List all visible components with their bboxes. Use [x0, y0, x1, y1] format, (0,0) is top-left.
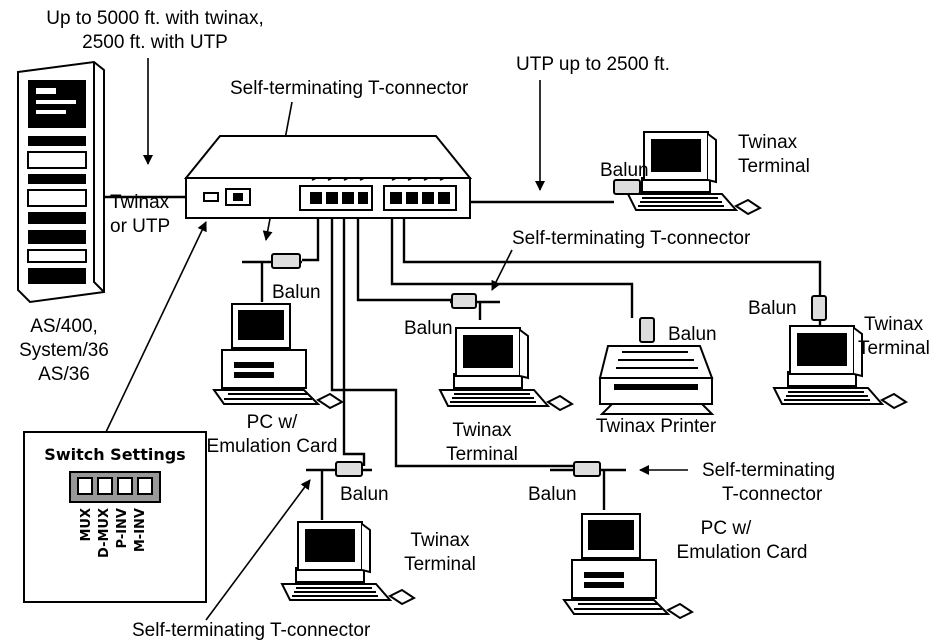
twinax-terminal-top-right-label-line2: Terminal: [738, 156, 810, 177]
switch-label-dmux: D-MUX: [97, 508, 112, 558]
balun-label-terminal-bottom: Balun: [340, 484, 389, 505]
twinax-terminal-bottom-label-line2: Terminal: [404, 554, 476, 575]
callout-arrows: [105, 58, 688, 621]
tconnector-label-right-line1: Self-terminating: [702, 460, 835, 481]
switch-label-pinv: P-INV: [115, 508, 130, 548]
labels: Up to 5000 ft. with twinax, 2500 ft. wit…: [19, 8, 930, 641]
twinax-terminal-middle-label-line1: Twinax: [452, 420, 512, 441]
twinax-hub: [183, 135, 473, 219]
switch-label-minv: M-INV: [133, 508, 148, 552]
balun-label-terminal-middle: Balun: [404, 318, 453, 339]
printer-label: Twinax Printer: [596, 416, 717, 437]
twinax-or-utp-label-line1: Twinax: [110, 192, 170, 213]
switch-label-mux: MUX: [79, 508, 94, 542]
as400-host: [17, 60, 105, 304]
pc-bottom-label-line1: PC w/: [701, 518, 752, 539]
pc-left-label-line1: PC w/: [247, 412, 298, 433]
tconnector-label-middle: Self-terminating T-connector: [512, 228, 751, 249]
balun-label-terminal-right: Balun: [748, 298, 797, 319]
twinax-terminal-middle-label-line2: Terminal: [446, 444, 518, 465]
cable-length-label-line1: Up to 5000 ft. with twinax,: [46, 8, 264, 29]
cables: [104, 195, 822, 520]
host-label-line2: System/36: [19, 340, 109, 361]
balun-label-top-right: Balun: [600, 160, 649, 181]
tconnector-label-bottom: Self-terminating T-connector: [132, 620, 371, 641]
twinax-printer: [598, 345, 715, 415]
balun-label-pc-bottom: Balun: [528, 484, 577, 505]
balun-label-printer: Balun: [668, 324, 717, 345]
twinax-or-utp-label-line2: or UTP: [110, 216, 170, 237]
twinax-terminal-right-label-line2: Terminal: [858, 338, 930, 359]
twinax-terminal-right-label-line1: Twinax: [864, 314, 924, 335]
switch-settings-title: Switch Settings: [44, 445, 185, 464]
utp-length-label: UTP up to 2500 ft.: [516, 54, 670, 75]
twinax-terminal-bottom-label-line1: Twinax: [410, 530, 470, 551]
tconnector-label-right-line2: T-connector: [722, 484, 823, 505]
twinax-terminal-middle: [439, 327, 573, 411]
pc-emulation-left: [213, 303, 343, 409]
switch-settings-panel: Switch Settings MUX D-MUX P-INV M-INV: [23, 431, 207, 603]
balun-label-pc-left: Balun: [272, 282, 321, 303]
twinax-terminal-top-right-label-line1: Twinax: [738, 132, 798, 153]
host-label-line3: AS/36: [38, 364, 90, 385]
pc-bottom-label-line2: Emulation Card: [677, 542, 808, 563]
pc-emulation-bottom: [563, 513, 693, 619]
pc-left-label-line2: Emulation Card: [207, 436, 338, 457]
host-label-line1: AS/400,: [30, 316, 98, 337]
baluns: [271, 179, 827, 477]
twinax-terminal-bottom: [281, 521, 415, 605]
tconnector-label-top: Self-terminating T-connector: [230, 78, 469, 99]
cable-length-label-line2: 2500 ft. with UTP: [82, 32, 228, 53]
